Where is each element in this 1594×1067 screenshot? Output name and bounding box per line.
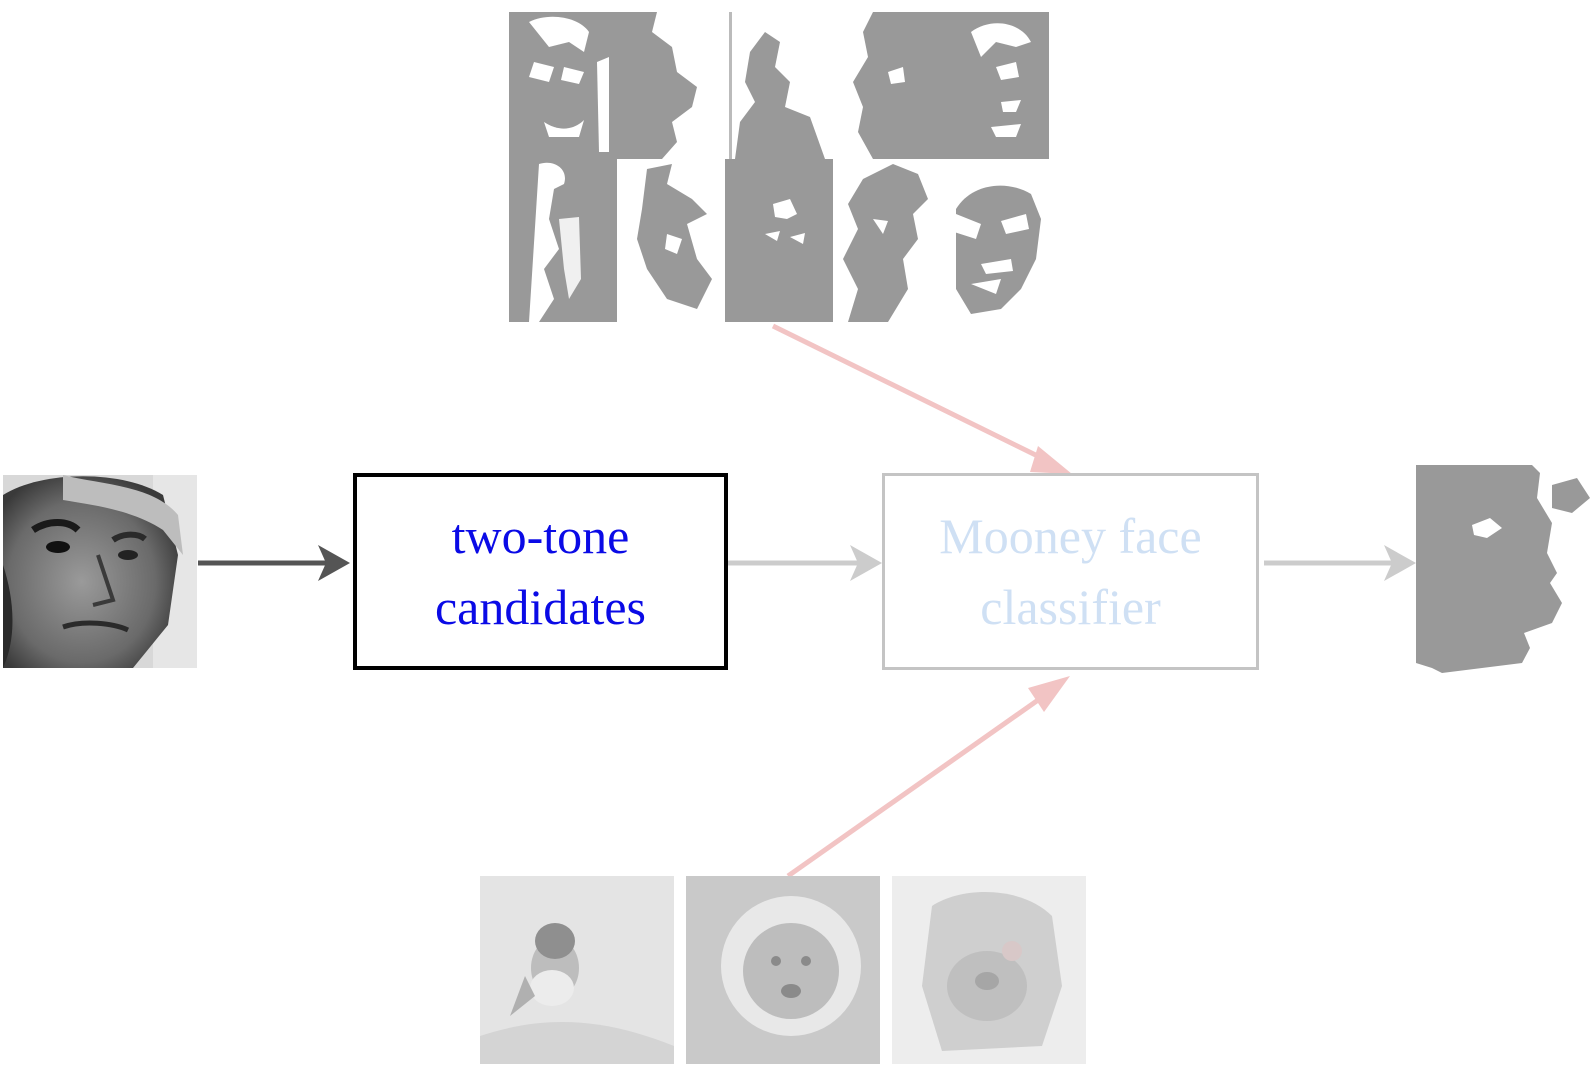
mooney-examples-grid: [509, 12, 1061, 322]
mooney-face-classifier-box: Mooney face classifier: [882, 473, 1259, 670]
non-face-example-shaggy-dog: [892, 876, 1086, 1064]
mooney-example-3: [725, 12, 833, 159]
mooney-face-icon: [853, 12, 941, 159]
shaggy-dog-photo-icon: [892, 876, 1086, 1064]
mooney-example-5: [941, 12, 1049, 159]
bird-photo-icon: [480, 876, 674, 1064]
mooney-example-6: [509, 159, 617, 322]
two-tone-candidates-box: two-tone candidates: [353, 473, 728, 670]
edge-candidates-to-classifier: [728, 545, 882, 581]
mooney-face-icon: [529, 162, 581, 322]
mooney-example-7: [617, 159, 725, 322]
edge-non-face-examples-to-classifier: [786, 676, 1070, 879]
mooney-example-10: [941, 159, 1049, 322]
mooney-face-icon: [637, 164, 712, 309]
mooney-face-icon: [843, 164, 928, 322]
two-tone-silhouette-icon: [1416, 465, 1590, 673]
two-tone-candidates-label-line-2: candidates: [434, 578, 646, 635]
mooney-face-icon: [971, 23, 1031, 137]
edge-classifier-to-output: [1264, 545, 1416, 581]
input-face-image: [3, 475, 197, 668]
edge-input-to-candidates: [198, 545, 350, 581]
non-face-example-dog-costume: [686, 876, 880, 1064]
output-mooney-image: [1412, 463, 1592, 678]
mooney-face-icon: [765, 199, 805, 244]
two-tone-candidates-label-line-1: two-tone: [451, 507, 630, 564]
grayscale-face-photo-icon: [3, 475, 197, 668]
mooney-example-1: [509, 12, 617, 159]
edge-mooney-examples-to-classifier: [771, 323, 1072, 474]
mooney-example-8: [725, 159, 833, 322]
mooney-face-icon: [529, 16, 609, 152]
mooney-face-icon: [617, 12, 697, 159]
classifier-label-line-1: Mooney face: [939, 507, 1202, 564]
mooney-example-9: [833, 159, 941, 322]
mooney-example-4: [833, 12, 941, 159]
non-face-example-bird: [480, 876, 674, 1064]
mooney-face-icon: [729, 12, 825, 159]
mooney-face-icon: [951, 185, 1041, 314]
mooney-example-2: [617, 12, 725, 159]
dog-in-costume-photo-icon: [686, 876, 880, 1064]
classifier-label-line-2: classifier: [980, 578, 1161, 635]
